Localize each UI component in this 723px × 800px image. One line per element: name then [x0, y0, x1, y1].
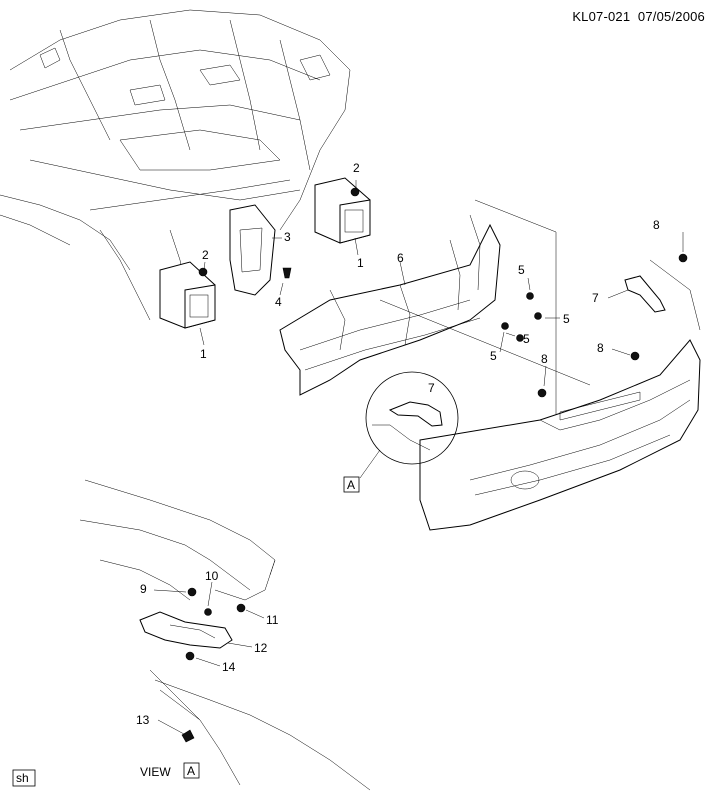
- crash-box-right: [314, 177, 371, 244]
- callout-7: 7: [428, 381, 435, 395]
- callout-8: 8: [541, 352, 548, 366]
- bumper-fascia: [419, 259, 701, 531]
- callout-10: 10: [205, 569, 219, 583]
- leader-lines: [199, 180, 684, 479]
- view-text: VIEW: [140, 765, 171, 779]
- fasteners: [198, 187, 688, 398]
- crash-box-left: [159, 261, 216, 329]
- callout-12: 12: [254, 641, 268, 655]
- detail-view-circle: [365, 371, 459, 465]
- callout-14: 14: [222, 660, 236, 674]
- callout-2: 2: [202, 248, 209, 262]
- corner-tag: sh: [12, 769, 36, 787]
- callout-5: 5: [490, 349, 497, 363]
- view-letter: A: [187, 764, 195, 778]
- view-a-inset: [79, 479, 371, 791]
- view-box-letter: A: [347, 478, 355, 492]
- bracket-part-3: [229, 204, 276, 296]
- callout-1: 1: [200, 347, 207, 361]
- diagram-header: KL07-021 07/05/2006: [572, 9, 705, 24]
- callout-2: 2: [353, 161, 360, 175]
- callout-1: 1: [357, 256, 364, 270]
- callout-9: 9: [140, 582, 147, 596]
- body-structure: [0, 9, 351, 321]
- energy-absorber: [279, 214, 501, 396]
- callout-5: 5: [523, 332, 530, 346]
- callout-labels: 2 1 3 2 4 1 6 5 5 5 5 7 8 8 8 7: [200, 161, 660, 395]
- callout-4: 4: [275, 295, 282, 309]
- side-bracket-right: [624, 275, 666, 313]
- callout-5: 5: [518, 263, 525, 277]
- callout-8: 8: [653, 218, 660, 232]
- callout-5: 5: [563, 312, 570, 326]
- view-reference-box: A: [343, 476, 360, 493]
- callout-6: 6: [397, 251, 404, 265]
- corner-tag-text: sh: [16, 771, 29, 785]
- view-a-label: VIEW A: [140, 762, 200, 779]
- callout-11: 11: [266, 613, 279, 627]
- callout-7: 7: [592, 291, 599, 305]
- diagram-date: 07/05/2006: [637, 9, 705, 24]
- callout-3: 3: [284, 230, 291, 244]
- callout-13: 13: [136, 713, 150, 727]
- view-a-callouts: 9 10 11 12 14 13: [136, 569, 279, 727]
- callout-8: 8: [597, 341, 604, 355]
- diagram-code: KL07-021: [572, 9, 631, 24]
